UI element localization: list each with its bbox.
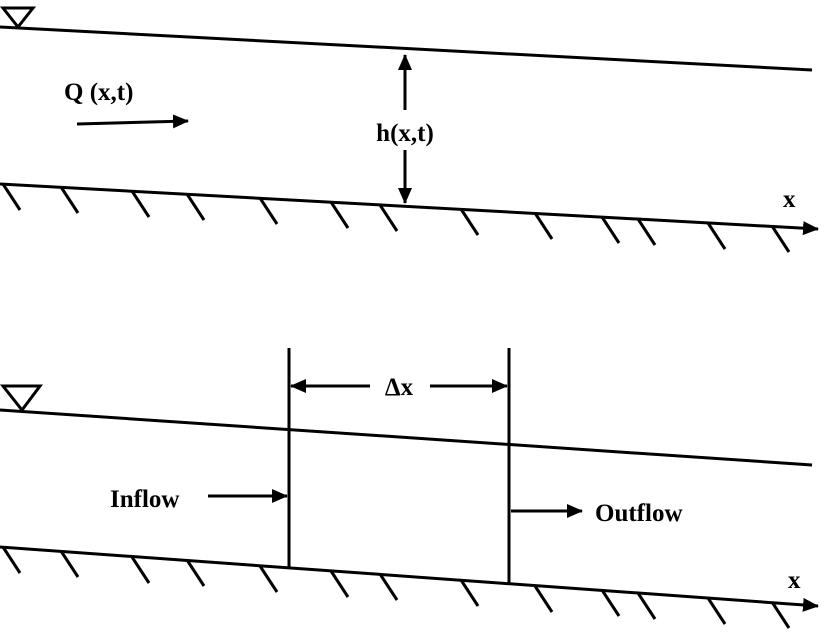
- bed-hatching-top: [1, 183, 791, 253]
- water-surface-symbol-top: [0, 6, 37, 30]
- delta-x-label: Δx: [385, 374, 414, 401]
- flow-direction-arrow: [76, 114, 189, 129]
- inflow-label: Inflow: [110, 486, 179, 513]
- top-panel: Q (x,t) h(x,t) x: [0, 6, 819, 253]
- water-surface-line-bottom: [0, 408, 813, 467]
- channel-bed-axis-top: [0, 182, 819, 236]
- water-surface-symbol-bottom: [0, 384, 43, 413]
- discharge-label: Q (x,t): [64, 79, 133, 106]
- bottom-panel: Δx Inflow Outflow x: [0, 348, 819, 629]
- depth-label: h(x,t): [376, 120, 434, 147]
- x-axis-label-top: x: [783, 186, 796, 213]
- outflow-label: Outflow: [595, 500, 683, 527]
- x-axis-label-bottom: x: [788, 567, 801, 594]
- bed-hatching-bottom: [1, 546, 791, 629]
- channel-bed-axis-bottom: [0, 545, 819, 612]
- water-surface-line-top: [0, 25, 813, 72]
